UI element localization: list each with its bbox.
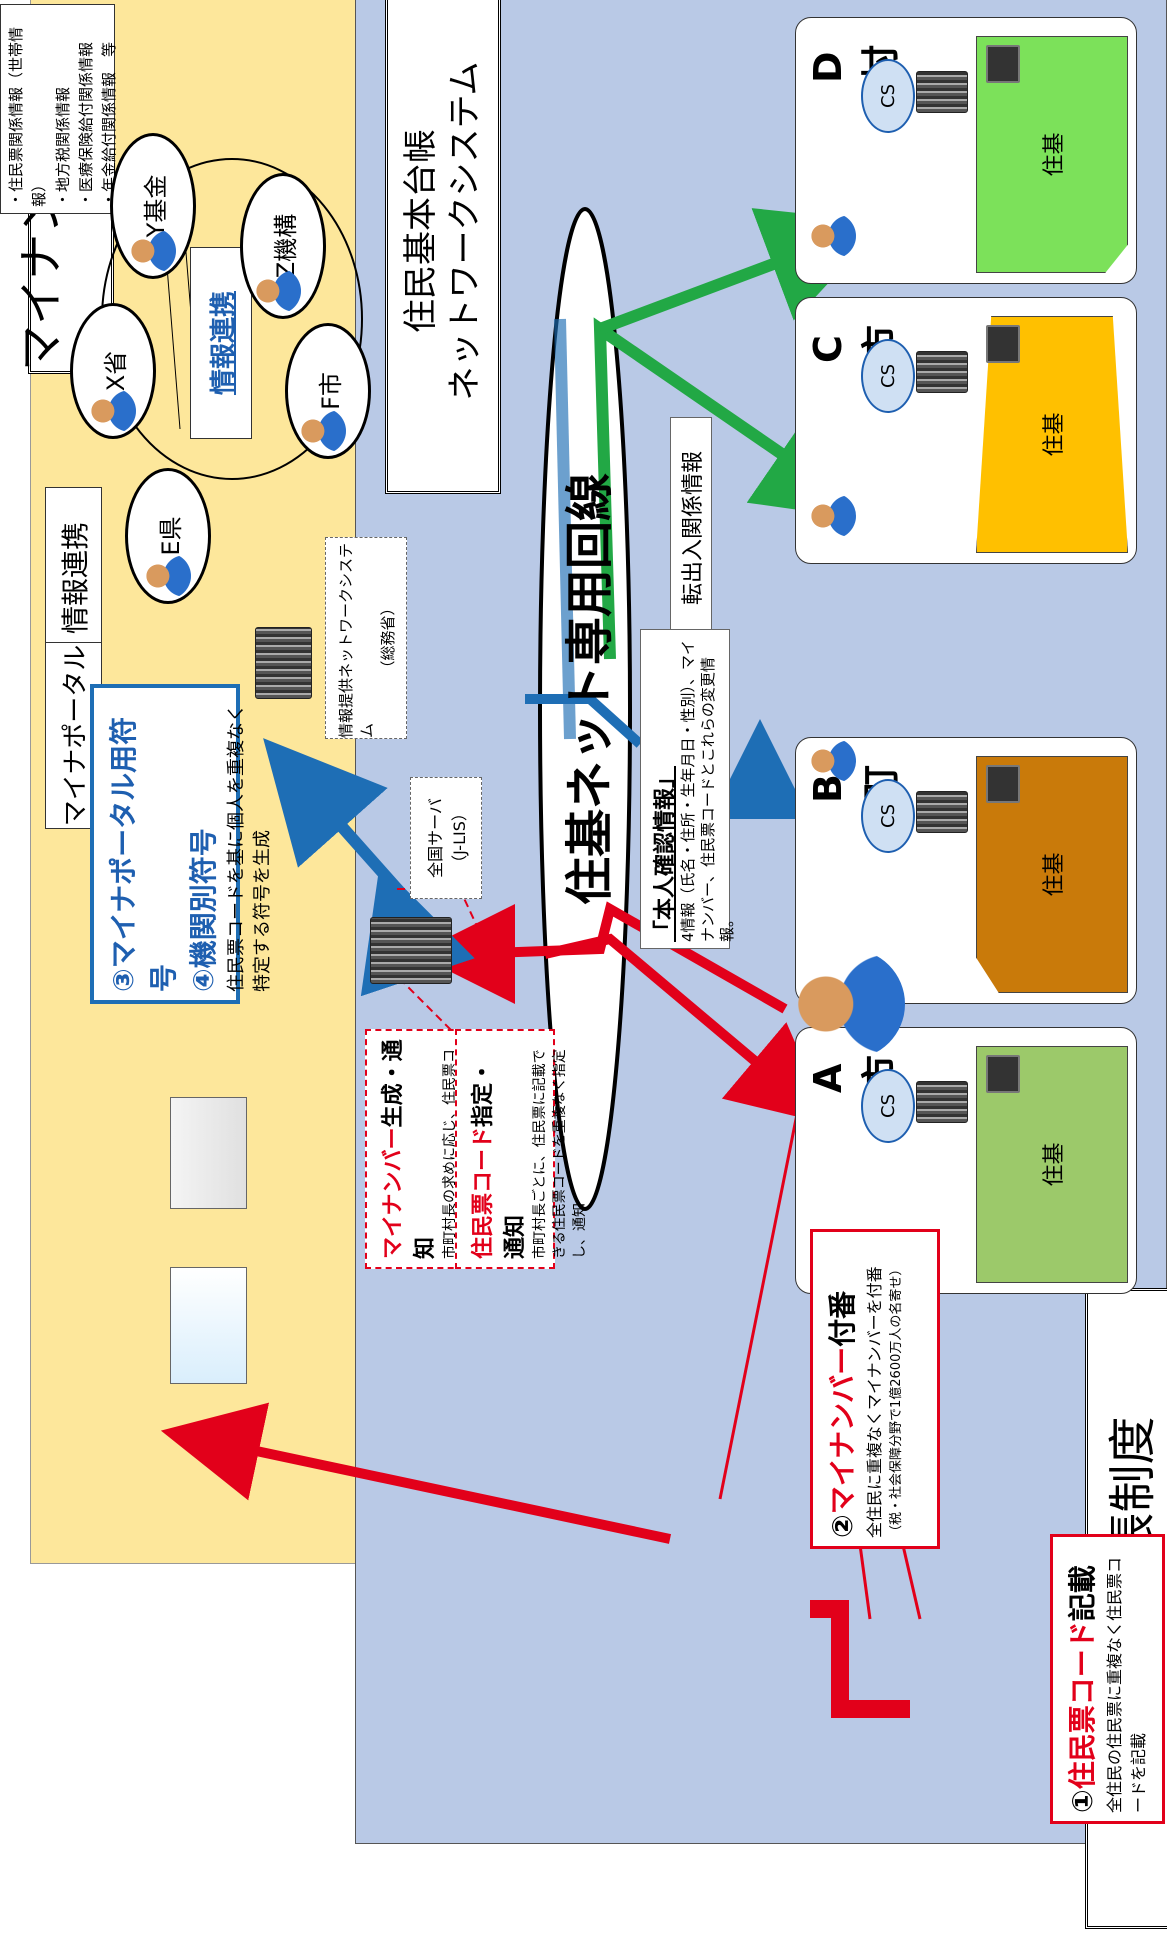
step1-box: ①住民票コード記載 全住民の住民票に重複なく住民票コードを記載 xyxy=(1050,1534,1165,1824)
person-icon xyxy=(145,553,191,599)
identity-info-box: 「本人確認情報」 4情報（氏名・住所・生年月日・性別）、マイナンバー、住民票コー… xyxy=(640,629,730,949)
info-link-center: 情報連携 xyxy=(190,247,252,439)
step2-box: ②マイナンバー付番 全住民に重複なくマイナンバーを付番 （税・社会保障分野で1億… xyxy=(810,1229,940,1549)
national-server-label: 全国サーバ （J-LIS） xyxy=(410,777,482,899)
step34-box: ③マイナポータル用符号 ④機関別符号 住民票コードを基に個人を重複なく特定する符… xyxy=(90,684,240,1004)
notice-card-icon xyxy=(170,1097,247,1209)
cs-a: CS xyxy=(861,1069,915,1143)
pc-icon xyxy=(986,765,1020,803)
national-server-icon xyxy=(370,917,452,984)
cs-c: CS xyxy=(861,339,915,413)
person-icon xyxy=(810,738,856,784)
person-icon xyxy=(90,388,136,434)
person-icon xyxy=(300,408,346,454)
cs-b: CS xyxy=(861,779,915,853)
person-icon xyxy=(255,268,301,314)
card-icon xyxy=(170,1267,247,1384)
juki-network-line-label: 住基ネット専用回線 xyxy=(555,429,615,949)
person-icon xyxy=(810,213,856,259)
pc-icon xyxy=(986,45,1020,83)
person-icon xyxy=(130,228,176,274)
server-icon xyxy=(916,1081,968,1123)
person-icon xyxy=(810,493,856,539)
server-icon xyxy=(916,351,968,393)
info-provision-label: 情報提供ネットワークシステム （総務省） xyxy=(325,537,407,739)
resident-code-box: 住民票コード指定・通知 市町村長ごとに、住民票に記載できる住民票コードを重複なく… xyxy=(455,1029,555,1269)
pc-icon xyxy=(986,1055,1020,1093)
transfer-info-label: 転出入関係情報 xyxy=(670,417,712,639)
info-provision-server-icon xyxy=(255,627,312,699)
resident-person-icon xyxy=(795,949,905,1059)
cs-d: CS xyxy=(861,59,915,133)
server-icon xyxy=(916,71,968,113)
server-icon xyxy=(916,791,968,833)
pc-icon xyxy=(986,325,1020,363)
